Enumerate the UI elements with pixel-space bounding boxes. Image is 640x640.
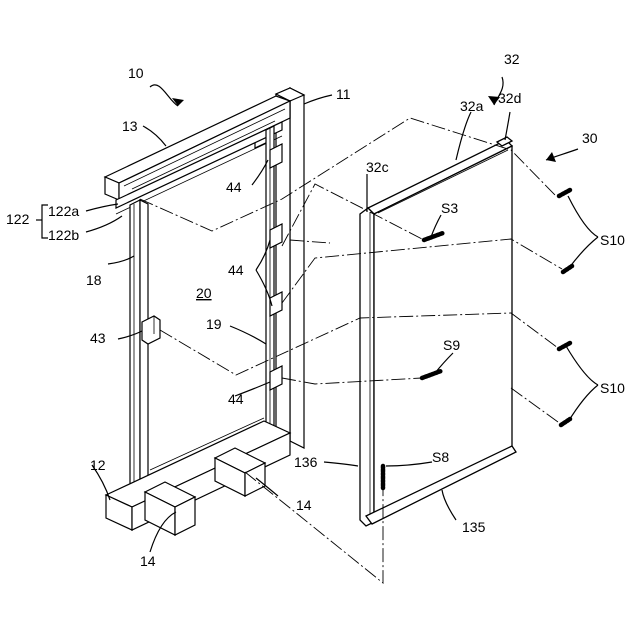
screw-s10-c bbox=[559, 343, 570, 349]
label-43: 43 bbox=[90, 330, 106, 346]
label-30: 30 bbox=[582, 130, 598, 146]
label-s9: S9 bbox=[443, 337, 460, 353]
top-rail-13 bbox=[105, 96, 290, 200]
label-13: 13 bbox=[122, 118, 138, 134]
side-post-18 bbox=[130, 200, 148, 503]
label-136: 136 bbox=[294, 454, 318, 470]
frame-post-11 bbox=[276, 88, 304, 454]
label-14-right: 14 bbox=[296, 497, 312, 513]
label-s3: S3 bbox=[441, 200, 458, 216]
bracket-43 bbox=[142, 316, 160, 344]
label-12: 12 bbox=[90, 457, 106, 473]
label-14-left: 14 bbox=[140, 553, 156, 569]
frame-assembly bbox=[105, 88, 304, 535]
label-135: 135 bbox=[462, 519, 486, 535]
labels: 10 11 13 122 122a 122b 18 20 19 43 44 44… bbox=[6, 51, 625, 569]
label-s10-lower: S10 bbox=[600, 380, 625, 396]
label-18: 18 bbox=[86, 272, 102, 288]
label-10: 10 bbox=[128, 65, 144, 81]
screw-s10-a bbox=[559, 190, 570, 196]
label-32a: 32a bbox=[460, 98, 484, 114]
label-11: 11 bbox=[336, 86, 351, 102]
label-32c: 32c bbox=[366, 159, 389, 175]
label-s8: S8 bbox=[432, 449, 449, 465]
label-44-a: 44 bbox=[226, 179, 242, 195]
screw-s10-b bbox=[563, 266, 572, 272]
label-s10-upper: S10 bbox=[600, 232, 625, 248]
label-122b: 122b bbox=[48, 227, 79, 243]
label-32d: 32d bbox=[498, 90, 521, 106]
label-122: 122 bbox=[6, 211, 30, 227]
label-122a: 122a bbox=[48, 203, 79, 219]
label-32: 32 bbox=[504, 51, 520, 67]
label-20: 20 bbox=[196, 285, 212, 301]
label-44-b: 44 bbox=[228, 262, 244, 278]
label-44-c: 44 bbox=[228, 391, 244, 407]
label-19: 19 bbox=[206, 316, 222, 332]
